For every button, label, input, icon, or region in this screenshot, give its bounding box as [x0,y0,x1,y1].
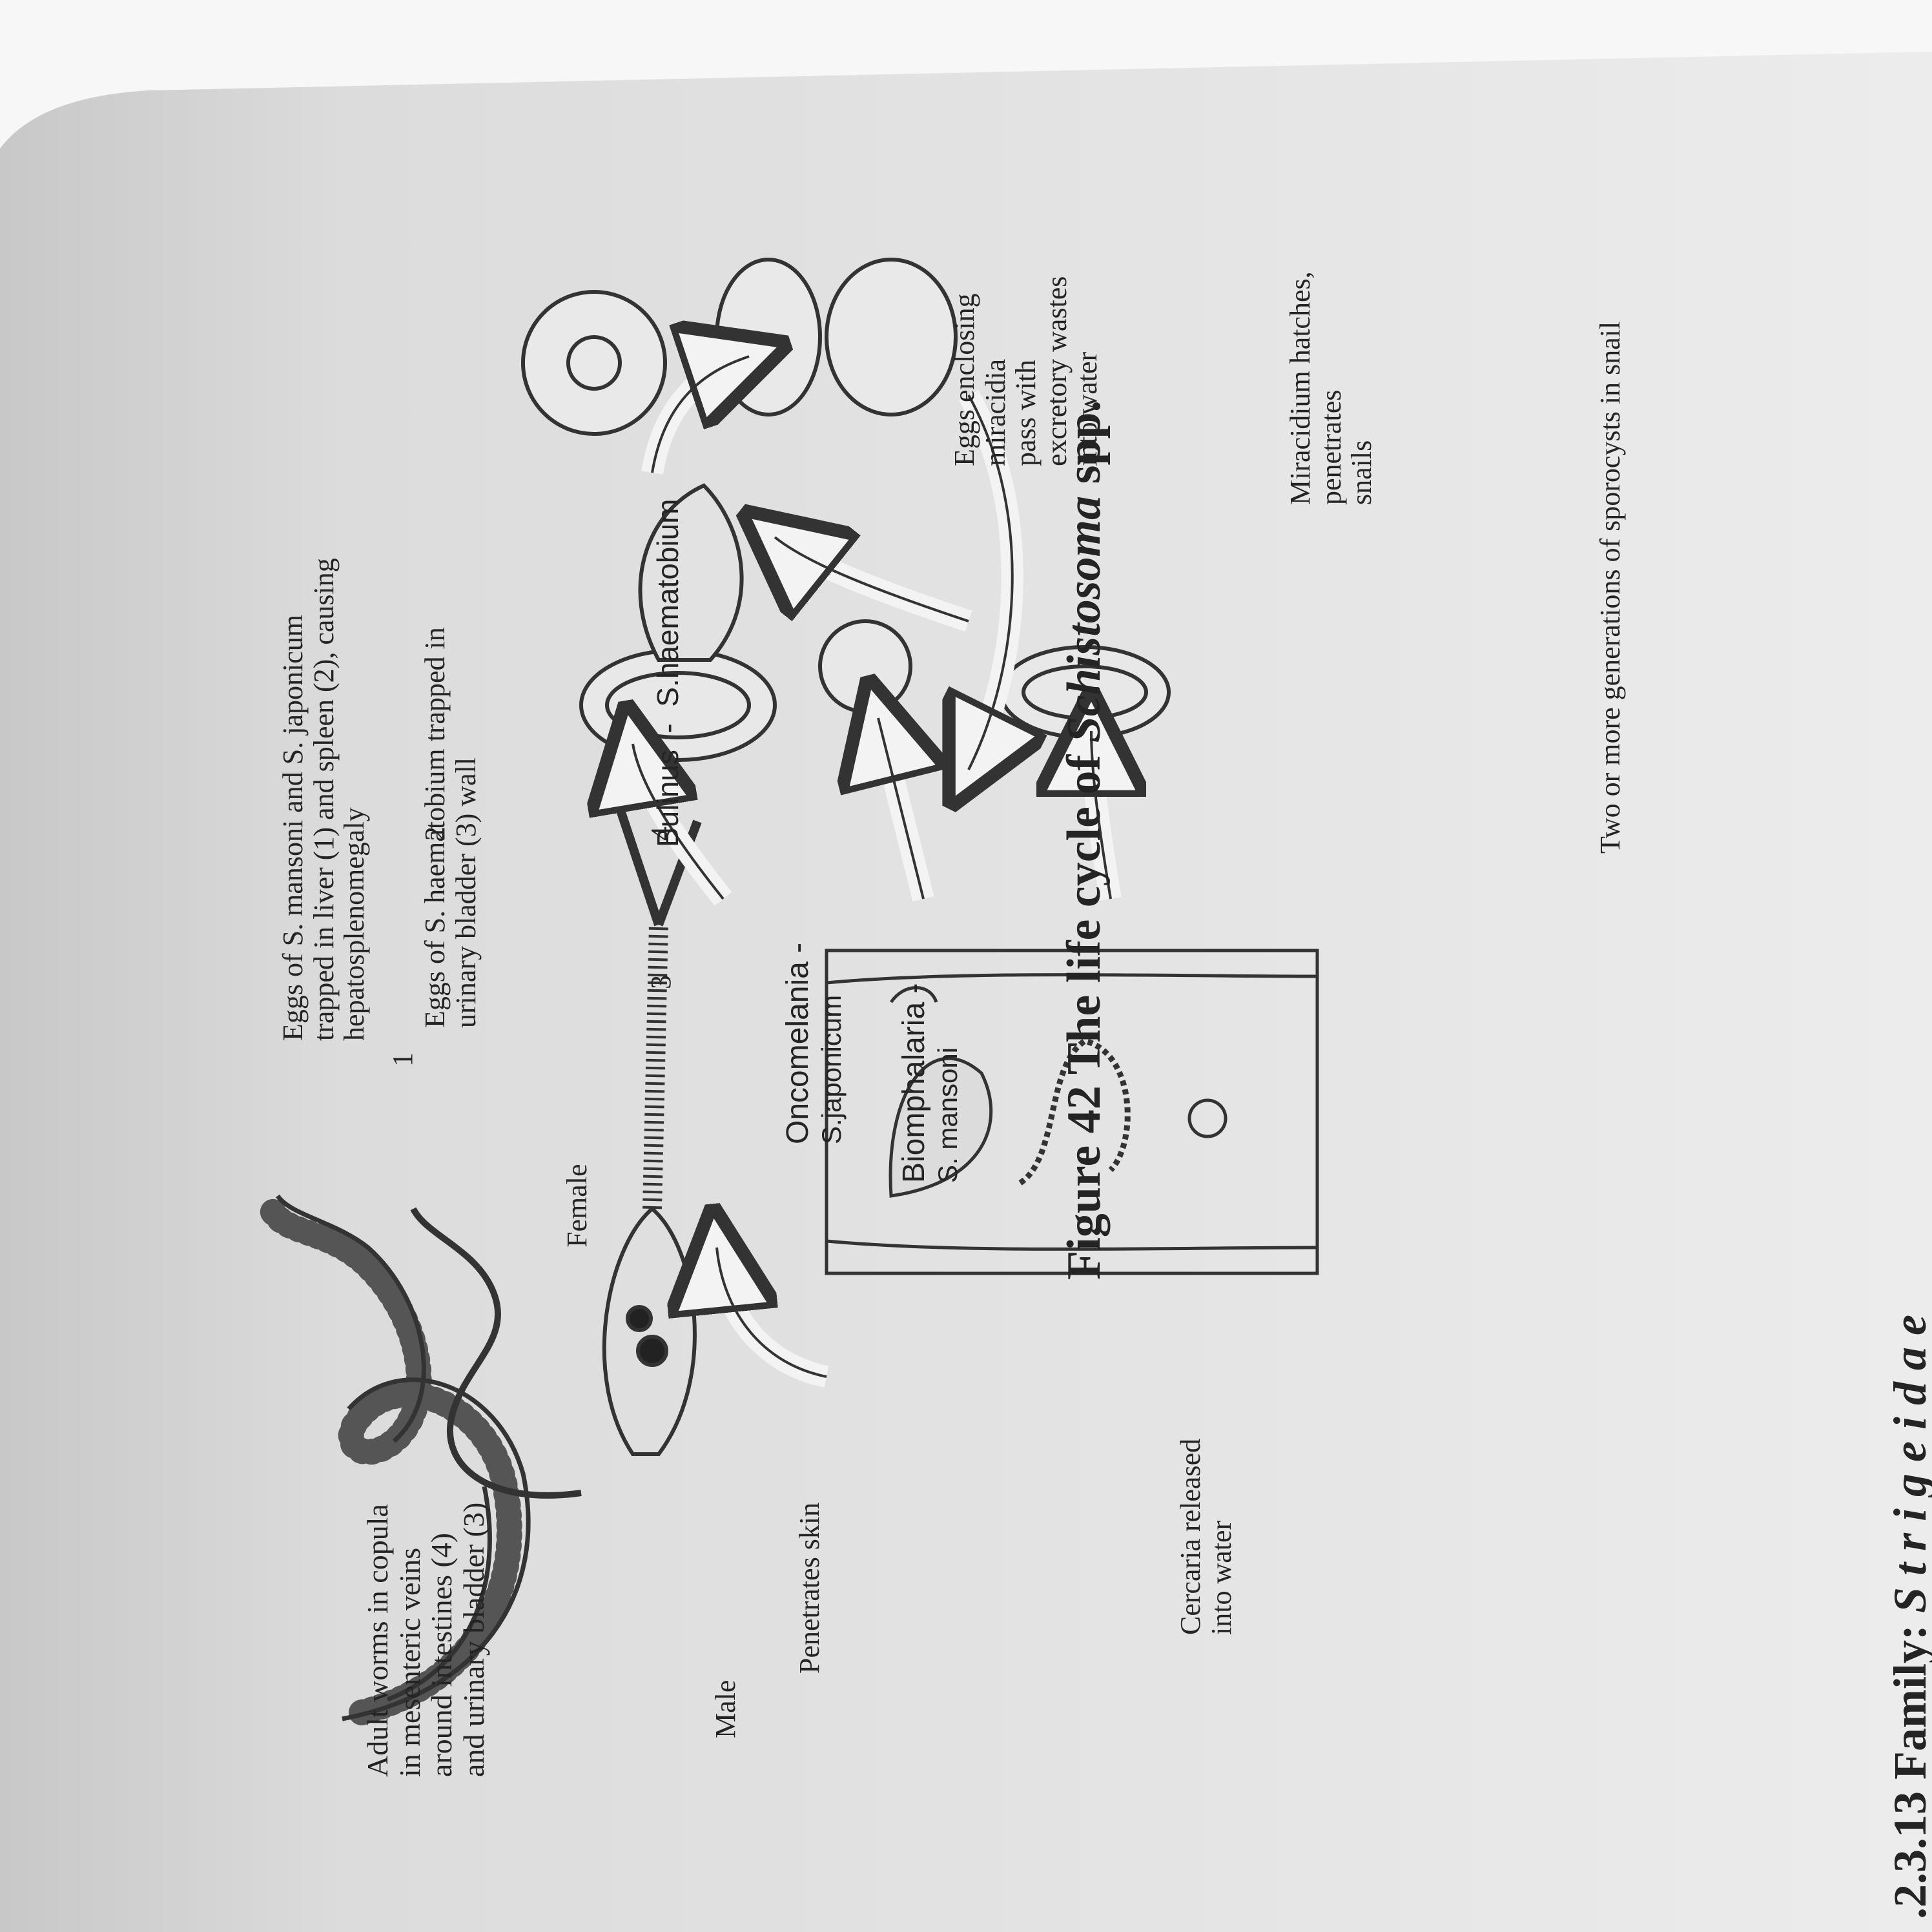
intestines [1018,1038,1131,1186]
caption-genus: Schistosoma [1058,495,1111,743]
arrow-eggs-to-miracidium [775,537,972,632]
arrow-body-to-eggs-3-outline [1090,730,1112,899]
figure-caption: Figure 42 The life cycle of Schistosoma … [1058,400,1111,1280]
section-heading: .2.3.13 Family: Strigeidae [1884,1303,1932,1919]
bladder [1187,1098,1228,1138]
arrow-eggs-to-miracidium-outline [774,536,969,622]
male-worm [258,1196,522,1725]
spleen [889,986,938,1003]
section-heading-family: Strigeidae [1884,1303,1932,1614]
cycle-arrow-outlines [632,355,1112,1378]
cercaria-released-label: Cercaria released into water [1175,1438,1237,1635]
arrow-body-to-eggs-2-outline [877,717,925,899]
organ-label-1: 1 [387,1053,418,1067]
eggs-mansoni-japonicum-label: Eggs of S. mansoni and S. japonicum trap… [277,558,371,1041]
arrow-cercaria-to-body [717,1248,829,1388]
snail-biomphalaria-spiral [566,335,622,391]
sporocysts-label: Two or more generations of sporocysts in… [1594,321,1626,854]
body-outline-left [826,1239,1318,1251]
cercaria-drawing [602,807,702,1456]
human-body-diagram [825,949,1319,1275]
cercaria-organ-2 [626,1305,653,1332]
caption-suffix: spp. [1058,400,1111,496]
snail-oncomelania [715,258,822,416]
section-heading-number: .2.3.13 Family: [1884,1613,1932,1919]
cercaria-head [602,1206,697,1456]
oncomelania-label: Oncomelania - [781,942,815,1144]
adult-worms-drawing [258,1194,582,1725]
male-worm-outline [276,1194,531,1721]
liver [889,1057,993,1198]
organ-label-3: 3 [645,975,677,989]
male-label: Male [710,1680,741,1738]
biomphalaria-label: Biomphalaria - [897,983,931,1183]
oncomelania-species-label: S.japonicum [816,994,847,1144]
body-outline-right [826,973,1318,985]
biomphalaria-species-label: S. mansoni [932,1047,963,1183]
arrow-miracidium-to-snails-outline [651,355,750,473]
female-label: Female [561,1164,593,1248]
cercaria-organ [636,1335,668,1367]
organ-label-2: 2 [419,827,451,841]
arrow-body-to-eggs-1-outline [632,743,724,900]
body-frame [825,949,1319,1275]
caption-prefix: Figure 42 The life cycle of [1058,743,1111,1280]
snail-biomphalaria [521,290,667,436]
snail-bulinus [825,258,958,416]
female-worm [410,1207,582,1499]
penetrates-skin-label: Penetrates skin [794,1502,825,1674]
arrow-miracidium-to-snails [641,356,749,475]
miracidium-hatches-label: Miracidium hatches, penetrates snails [1284,271,1378,505]
cercaria-tail [642,924,668,1209]
snails-drawing [521,258,958,436]
adult-worms-label: Adult worms in copula in mesenteric vein… [361,1502,491,1777]
book-page [0,52,1932,1932]
egg-mansoni [818,619,912,714]
arrow-cercaria-to-body-outline [715,1247,827,1378]
bulinus-label: Bulinus - S.haematobium [651,498,684,848]
arrow-snails-to-cercaria-outline [967,395,1014,770]
